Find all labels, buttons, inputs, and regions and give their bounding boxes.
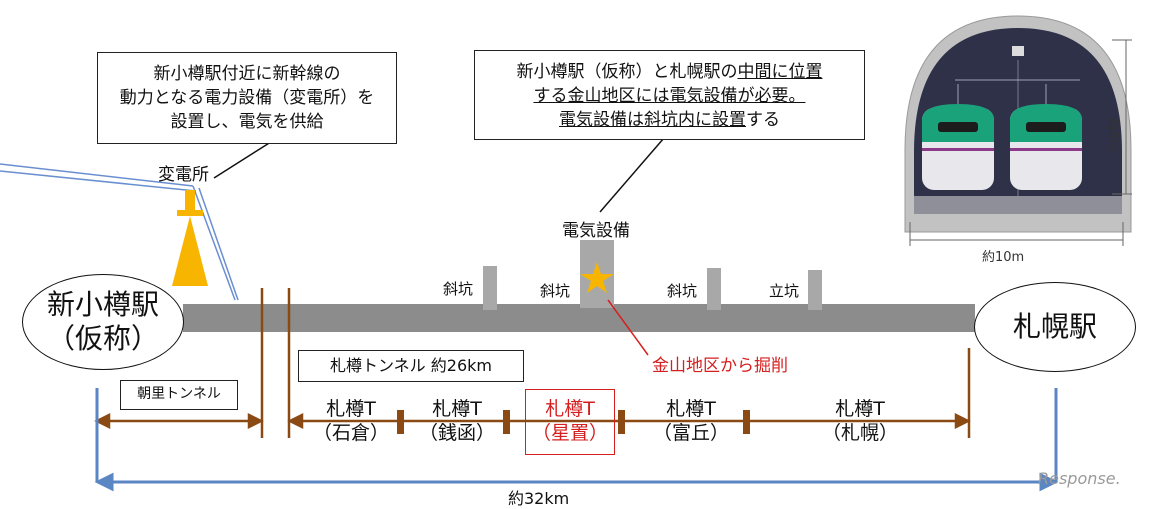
tunnel-markers (260, 288, 971, 438)
section-sub: （銭函） (418, 422, 495, 444)
tunnel-cross-section (904, 15, 1132, 246)
shin-otaru-provisional: （仮称） (46, 322, 159, 355)
shaft-label-2: 斜坑 (540, 282, 571, 300)
electric-facility-callout: 新小樽駅（仮称）と札幌駅の中間に位置 する金山地区には電気設備が必要。 電気設備… (474, 50, 865, 140)
shin-otaru-station: 新小樽駅 （仮称） (22, 274, 184, 370)
total-length-line (94, 388, 1059, 492)
section-name: 札樽T (666, 398, 716, 420)
response-watermark: Response. (1038, 469, 1121, 488)
shaft-3 (707, 268, 721, 310)
section-sub: （石倉） (312, 422, 389, 444)
sapporo-bracket (287, 412, 971, 430)
sapporo-station: 札幌駅 (974, 282, 1136, 372)
kanayama-label: 金山地区から掘削 (652, 356, 788, 376)
tunnel-height-label: 約8m (1105, 118, 1120, 152)
electric-facility-label: 電気設備 (562, 221, 630, 241)
kanayama-pointer (607, 299, 649, 356)
section-sub: （札幌） (821, 422, 898, 444)
facility-callout-line3-tail: する (746, 110, 780, 130)
substation-callout-line3: 設置し、電気を供給 (170, 112, 324, 132)
section-sub: （富丘） (652, 422, 729, 444)
shaft-1 (483, 266, 497, 310)
asari-bracket (94, 412, 264, 430)
section-dividers (397, 410, 750, 434)
facility-callout-line1-underlined: 中間に位置 (737, 62, 823, 82)
section-sub: （星置） (531, 422, 608, 444)
section-name: 札樽T (835, 398, 885, 420)
shaft-label-3: 斜坑 (667, 282, 698, 300)
right-callout-leader (599, 137, 665, 213)
section-zenibako: 札樽T （銭函） (412, 397, 502, 445)
substation-callout-line2: 動力となる電力設備（変電所）を (119, 88, 375, 108)
section-hoshioki: 札樽T （星置） (525, 389, 615, 455)
tunnel-bar (183, 304, 975, 332)
asari-tunnel-label: 朝里トンネル (120, 380, 238, 410)
section-ishikura: 札樽T （石倉） (306, 397, 396, 445)
star-icon (580, 262, 614, 293)
sapporo-name: 札幌駅 (1012, 310, 1097, 343)
facility-callout-line1: 新小樽駅（仮称）と札幌駅の (516, 62, 738, 82)
substation-callout: 新小樽駅付近に新幹線の 動力となる電力設備（変電所）を 設置し、電気を供給 (97, 52, 397, 144)
section-name: 札樽T (326, 398, 376, 420)
shaft-label-4: 立坑 (769, 282, 800, 300)
power-lines (0, 163, 239, 301)
sapporo-tunnel-label: 札樽トンネル 約26km (298, 350, 524, 382)
left-callout-leader (213, 139, 275, 179)
section-name: 札樽T (432, 398, 482, 420)
section-name: 札樽T (545, 398, 595, 420)
facility-callout-line2: する金山地区には電気設備が必要。 (533, 86, 806, 106)
section-tomioka: 札樽T （富丘） (646, 397, 736, 445)
total-length-label: 約32km (508, 489, 570, 508)
transmission-tower-icon (172, 190, 208, 286)
shaft-4 (808, 270, 822, 310)
substation-callout-line1: 新小樽駅付近に新幹線の (153, 64, 341, 84)
facility-callout-line3: 電気設備は斜坑内に設置 (559, 110, 746, 130)
substation-label: 変電所 (158, 165, 209, 185)
section-sapporo: 札樽T （札幌） (815, 397, 905, 445)
shaft-label-1: 斜坑 (443, 280, 474, 298)
tunnel-width-label: 約10m (982, 250, 1025, 265)
shin-otaru-name: 新小樽駅 (46, 288, 159, 321)
